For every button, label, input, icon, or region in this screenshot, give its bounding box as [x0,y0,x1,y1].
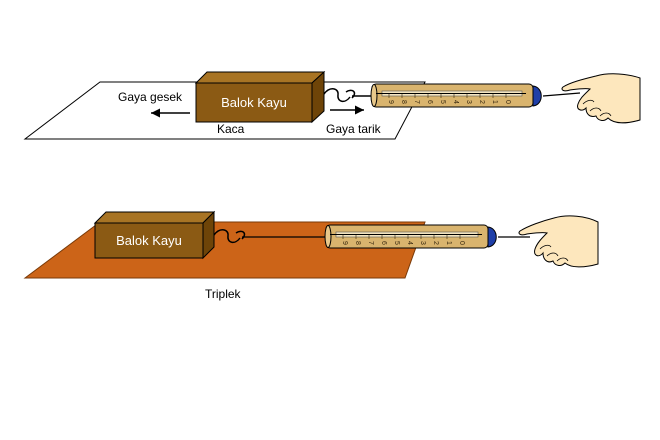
top-scale-tick: 4 [452,100,459,104]
top-block-label: Balok Kayu [221,95,287,110]
bottom-spring-scale: 9 8 7 6 5 4 3 2 1 0 [324,224,497,249]
bottom-scene: Balok Kayu 9 8 7 6 5 4 3 2 1 0 Triplek [23,210,599,301]
top-scale-tick: 1 [491,100,498,104]
glass-label: Kaca [217,122,245,136]
bottom-hook [213,229,330,244]
top-hand-icon [561,73,641,124]
top-spring-scale: 9 8 7 6 5 4 3 2 1 0 [370,83,542,108]
top-scale-cap [532,85,542,107]
bottom-scale-tick: 1 [445,241,452,245]
top-scale-tick: 0 [504,100,511,104]
bottom-scale-tick: 6 [380,241,387,245]
top-scale-tick: 8 [400,100,407,104]
bottom-scale-tick: 8 [354,241,361,245]
top-scene: Balok Kayu 9 8 7 6 5 4 3 2 1 0 Gaya gesek [23,70,641,140]
pull-force-label: Gaya tarik [326,122,382,136]
top-scale-tick: 2 [478,100,485,104]
bottom-scale-cap [487,226,497,248]
top-scale-tick: 3 [465,100,472,104]
bottom-scale-tick: 5 [393,241,400,245]
top-scale-tick: 9 [387,100,394,104]
top-string [542,92,581,97]
bottom-scale-tick: 2 [432,241,439,245]
bottom-wooden-block: Balok Kayu [93,210,216,260]
friction-force-label: Gaya gesek [118,90,183,104]
bottom-scale-tick: 4 [406,241,413,245]
bottom-scale-tick: 9 [341,241,348,245]
top-scale-tick: 7 [413,100,420,104]
bottom-hand-icon [518,215,599,268]
bottom-scale-tick: 7 [367,241,374,245]
top-scale-tick: 5 [439,100,446,104]
bottom-scale-tick: 0 [458,241,465,245]
top-wooden-block: Balok Kayu [194,70,326,124]
top-scale-tick: 6 [426,100,433,104]
bottom-scale-tick: 3 [419,241,426,245]
bottom-block-label: Balok Kayu [116,233,182,248]
plywood-label: Triplek [205,287,242,301]
